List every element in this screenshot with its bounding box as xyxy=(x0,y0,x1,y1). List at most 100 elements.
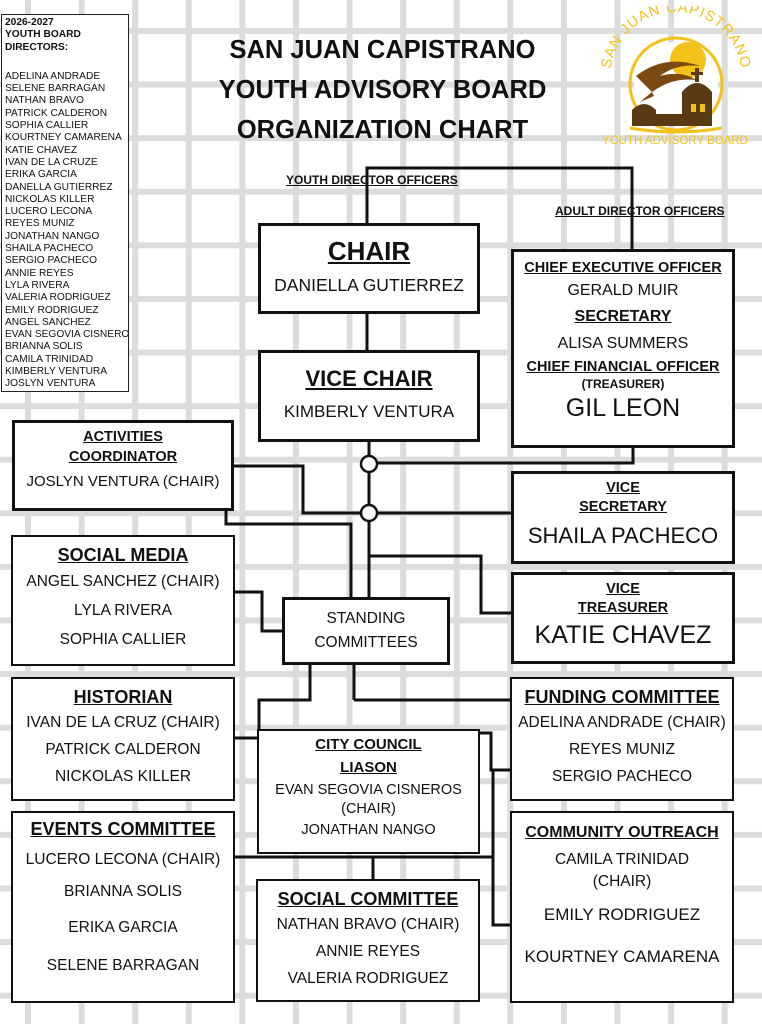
secretary-title: SECRETARY xyxy=(574,308,672,325)
vice-treasurer-title-2: TREASURER xyxy=(577,600,669,616)
logo-bottom-text: YOUTH ADVISORY BOARD xyxy=(602,135,748,147)
activities-coordinator-box: ACTIVITIES COORDINATOR JOSLYN VENTURA (C… xyxy=(12,420,234,511)
roster-name: SHAILA PACHECO xyxy=(5,243,94,255)
roster-name: ANNIE REYES xyxy=(5,267,74,279)
youth-adult-bracket xyxy=(365,166,634,250)
activities-to-standing-line xyxy=(224,510,353,597)
historian-member-2: PATRICK CALDERON xyxy=(45,741,201,758)
roster-name: SOPHIA CALLIER xyxy=(5,120,89,132)
social-media-box: SOCIAL MEDIA ANGEL SANCHEZ (CHAIR) LYLA … xyxy=(11,535,235,666)
ceo-name: GERALD MUIR xyxy=(567,282,679,299)
city-council-member-1b: (CHAIR) xyxy=(341,801,396,817)
historian-member-1: IVAN DE LA CRUZ (CHAIR) xyxy=(26,714,220,731)
outreach-member-3: KOURTNEY CAMARENA xyxy=(524,947,720,966)
vice-treasurer-name: KATIE CHAVEZ xyxy=(534,621,712,649)
title-line-2: YOUTH ADVISORY BOARD xyxy=(218,76,547,104)
historian-member-3: NICKOLAS KILLER xyxy=(54,768,192,785)
roster-name: LUCERO LECONA xyxy=(5,206,93,218)
roster-name: JOSLYN VENTURA xyxy=(5,378,96,390)
roster-name: CAMILA TRINIDAD xyxy=(5,353,94,365)
adult-officers-box: CHIEF EXECUTIVE OFFICER GERALD MUIR SECR… xyxy=(511,249,735,448)
social-media-line xyxy=(234,590,283,633)
board-directors-roster: 2026-2027 YOUTH BOARD DIRECTORS: ADELINA… xyxy=(1,14,129,392)
roster-name: ANGEL SANCHEZ xyxy=(5,316,91,328)
activities-title-2: COORDINATOR xyxy=(68,449,178,465)
junction-circle-lower xyxy=(359,503,379,523)
events-committee-box: EVENTS COMMITTEE LUCERO LECONA (CHAIR) B… xyxy=(11,811,235,1003)
funding-member-3: SERGIO PACHECO xyxy=(551,768,693,785)
historian-city-line xyxy=(257,664,312,730)
roster-name: EMILY RODRIGUEZ xyxy=(5,304,99,316)
funding-member-2: REYES MUNIZ xyxy=(569,741,675,758)
activities-line xyxy=(233,464,361,515)
vice-secretary-title-2: SECRETARY xyxy=(579,499,667,515)
ceo-title: CHIEF EXECUTIVE OFFICER xyxy=(524,260,722,276)
roster-name: BRIANNA SOLIS xyxy=(5,341,83,353)
roster-name: IVAN DE LA CRUZE xyxy=(5,156,98,168)
city-council-liason-box: CITY COUNCIL LIASON EVAN SEGOVIA CISNERO… xyxy=(257,729,480,854)
social-committee-member-3: VALERIA RODRIGUEZ xyxy=(287,970,449,987)
roster-name: KATIE CHAVEZ xyxy=(5,144,78,156)
outreach-member-1b: (CHAIR) xyxy=(592,873,652,890)
vice-secretary-name: SHAILA PACHECO xyxy=(527,523,719,548)
title-line-3: ORGANIZATION CHART xyxy=(236,116,529,144)
chair-title: CHAIR xyxy=(327,236,411,266)
funding-committee-box: FUNDING COMMITTEE ADELINA ANDRADE (CHAIR… xyxy=(510,677,734,801)
activities-title-1: ACTIVITIES xyxy=(83,429,163,445)
events-member-1: LUCERO LECONA (CHAIR) xyxy=(25,851,221,868)
outreach-member-2: EMILY RODRIGUEZ xyxy=(543,905,701,924)
junction-circle-upper xyxy=(359,454,379,474)
city-council-title-2: LIASON xyxy=(340,759,397,776)
roster-name: SELENE BARRAGAN xyxy=(5,83,106,95)
roster-name: JONATHAN NANGO xyxy=(5,230,100,242)
social-committee-member-2: ANNIE REYES xyxy=(315,943,421,960)
adult-to-junction-line xyxy=(377,446,635,465)
standing-committees-box: STANDING COMMITTEES xyxy=(282,597,450,665)
vice-treasurer-box: VICE TREASURER KATIE CHAVEZ xyxy=(511,572,735,664)
standing-line-1: STANDING xyxy=(326,610,406,627)
events-member-2: BRIANNA SOLIS xyxy=(63,883,182,900)
roster-name: EVAN SEGOVIA CISNEROS xyxy=(5,329,129,341)
roster-name: VALERIA RODRIGUEZ xyxy=(5,292,111,304)
logo: SAN JUAN CAPISTRANO YOUTH ADVISORY BOARD xyxy=(596,0,754,156)
chair-name: DANIELLA GUTIERREZ xyxy=(274,275,464,295)
funding-member-1: ADELINA ANDRADE (CHAIR) xyxy=(518,714,726,731)
cfo-title: CHIEF FINANCIAL OFFICER xyxy=(526,359,720,375)
vice-secretary-title-1: VICE xyxy=(606,480,640,496)
city-council-member-2: JONATHAN NANGO xyxy=(301,822,436,838)
swallow-mission-logo-icon: SAN JUAN CAPISTRANO YOUTH ADVISORY BOARD xyxy=(599,0,753,147)
title-line-1: SAN JUAN CAPISTRANO xyxy=(229,36,536,64)
chair-box: CHAIR DANIELLA GUTIERREZ xyxy=(258,223,480,314)
city-council-member-1a: EVAN SEGOVIA CISNEROS xyxy=(275,782,462,798)
historian-box: HISTORIAN IVAN DE LA CRUZ (CHAIR) PATRIC… xyxy=(11,677,235,801)
vice-secretary-box: VICE SECRETARY SHAILA PACHECO xyxy=(511,471,735,564)
roster-name: NATHAN BRAVO xyxy=(5,95,84,107)
activities-name: JOSLYN VENTURA (CHAIR) xyxy=(26,473,220,490)
standing-line-2: COMMITTEES xyxy=(314,634,418,651)
funding-title: FUNDING COMMITTEE xyxy=(524,687,720,707)
cfo-name: GIL LEON xyxy=(565,394,681,422)
historian-title: HISTORIAN xyxy=(73,687,173,707)
social-committee-box: SOCIAL COMMITTEE NATHAN BRAVO (CHAIR) AN… xyxy=(256,879,480,1002)
secretary-name: ALISA SUMMERS xyxy=(557,335,689,352)
roster-name: DANELLA GUTIERREZ xyxy=(5,181,113,193)
vice-treasurer-title-1: VICE xyxy=(606,581,640,597)
roster-name: NICKOLAS KILLER xyxy=(5,193,95,205)
vice-chair-name: KIMBERLY VENTURA xyxy=(283,402,455,421)
city-council-title-1: CITY COUNCIL xyxy=(315,736,422,753)
cfo-subtitle: (TREASURER) xyxy=(581,377,665,391)
social-media-member-2: LYLA RIVERA xyxy=(74,602,172,619)
events-member-3: ERIKA GARCIA xyxy=(68,919,178,936)
vice-treasurer-line xyxy=(367,521,512,615)
roster-name: KIMBERLY VENTURA xyxy=(5,366,108,378)
outreach-member-1a: CAMILA TRINIDAD xyxy=(554,851,690,868)
roster-title: 2026-2027 YOUTH BOARD DIRECTORS: xyxy=(5,17,81,53)
social-media-member-3: SOPHIA CALLIER xyxy=(59,631,187,648)
roster-name: SERGIO PACHECO xyxy=(5,255,98,267)
community-outreach-box: COMMUNITY OUTREACH CAMILA TRINIDAD (CHAI… xyxy=(510,811,734,1003)
social-media-title: SOCIAL MEDIA xyxy=(57,545,189,565)
outreach-link-line xyxy=(491,770,512,927)
social-media-member-1: ANGEL SANCHEZ (CHAIR) xyxy=(26,573,220,590)
